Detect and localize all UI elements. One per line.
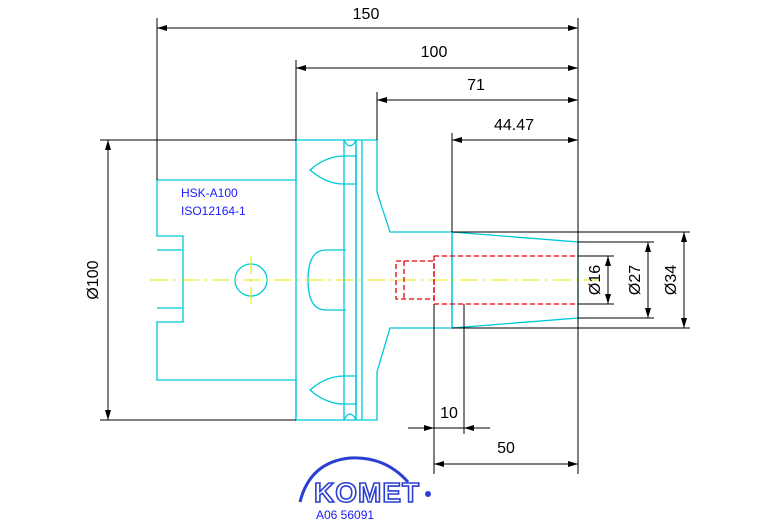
arrow-dia27-t	[645, 242, 651, 252]
center-lines	[150, 256, 598, 304]
arrow-dia16-b	[605, 294, 611, 304]
drive-slot-bottom	[309, 375, 357, 405]
arrow-100-l	[296, 65, 306, 71]
part-label-iso: ISO12164-1	[181, 204, 246, 218]
hidden-bore	[395, 255, 578, 305]
label-10: 10	[440, 405, 458, 422]
groove-top	[343, 139, 357, 147]
arrow-dia34-t	[681, 232, 687, 242]
label-71: 71	[467, 77, 485, 94]
arrow-dia16-t	[605, 256, 611, 266]
arrow-71-l	[377, 97, 387, 103]
arrow-10-r	[464, 425, 474, 431]
label-dia16: Ø16	[587, 265, 604, 295]
arrow-dia100-t	[105, 140, 111, 150]
arrowheads	[105, 25, 687, 467]
arrow-50-l	[434, 461, 444, 467]
arrow-dia34-b	[681, 318, 687, 328]
label-100: 100	[421, 44, 448, 61]
logo-code: A06 56091	[316, 508, 374, 522]
arrow-150-r	[568, 25, 578, 31]
arrow-4447-r	[568, 137, 578, 143]
dimension-labels: 150 100 71 44.47 10 50 Ø100 Ø16 Ø27 Ø34	[85, 6, 680, 457]
logo-arc-inner-icon	[305, 464, 401, 501]
label-dia100: Ø100	[85, 260, 102, 299]
logo-brand: KOMET	[314, 477, 420, 508]
komet-logo: KOMET A06 56091	[298, 456, 431, 522]
label-dia34: Ø34	[663, 265, 680, 295]
arrow-71-r	[568, 97, 578, 103]
hsk-shank-outline	[156, 140, 297, 420]
label-4447: 44.47	[494, 117, 534, 134]
drive-slot-top	[309, 155, 357, 185]
arrow-dia27-b	[645, 308, 651, 318]
arrow-4447-l	[452, 137, 462, 143]
dimension-lines	[100, 18, 690, 474]
label-dia27: Ø27	[627, 265, 644, 295]
arrow-10-l	[424, 425, 434, 431]
part-label-hsk: HSK-A100	[181, 186, 238, 200]
arrow-100-r	[568, 65, 578, 71]
part-designation: HSK-A100 ISO12164-1	[181, 186, 246, 218]
label-50: 50	[497, 440, 515, 457]
label-150: 150	[353, 6, 380, 23]
arrow-dia100-b	[105, 410, 111, 420]
logo-arc-icon	[298, 456, 410, 503]
logo-dot-icon	[425, 491, 431, 497]
groove-bottom	[343, 413, 357, 421]
arrow-50-r	[568, 461, 578, 467]
arrow-150-l	[157, 25, 167, 31]
